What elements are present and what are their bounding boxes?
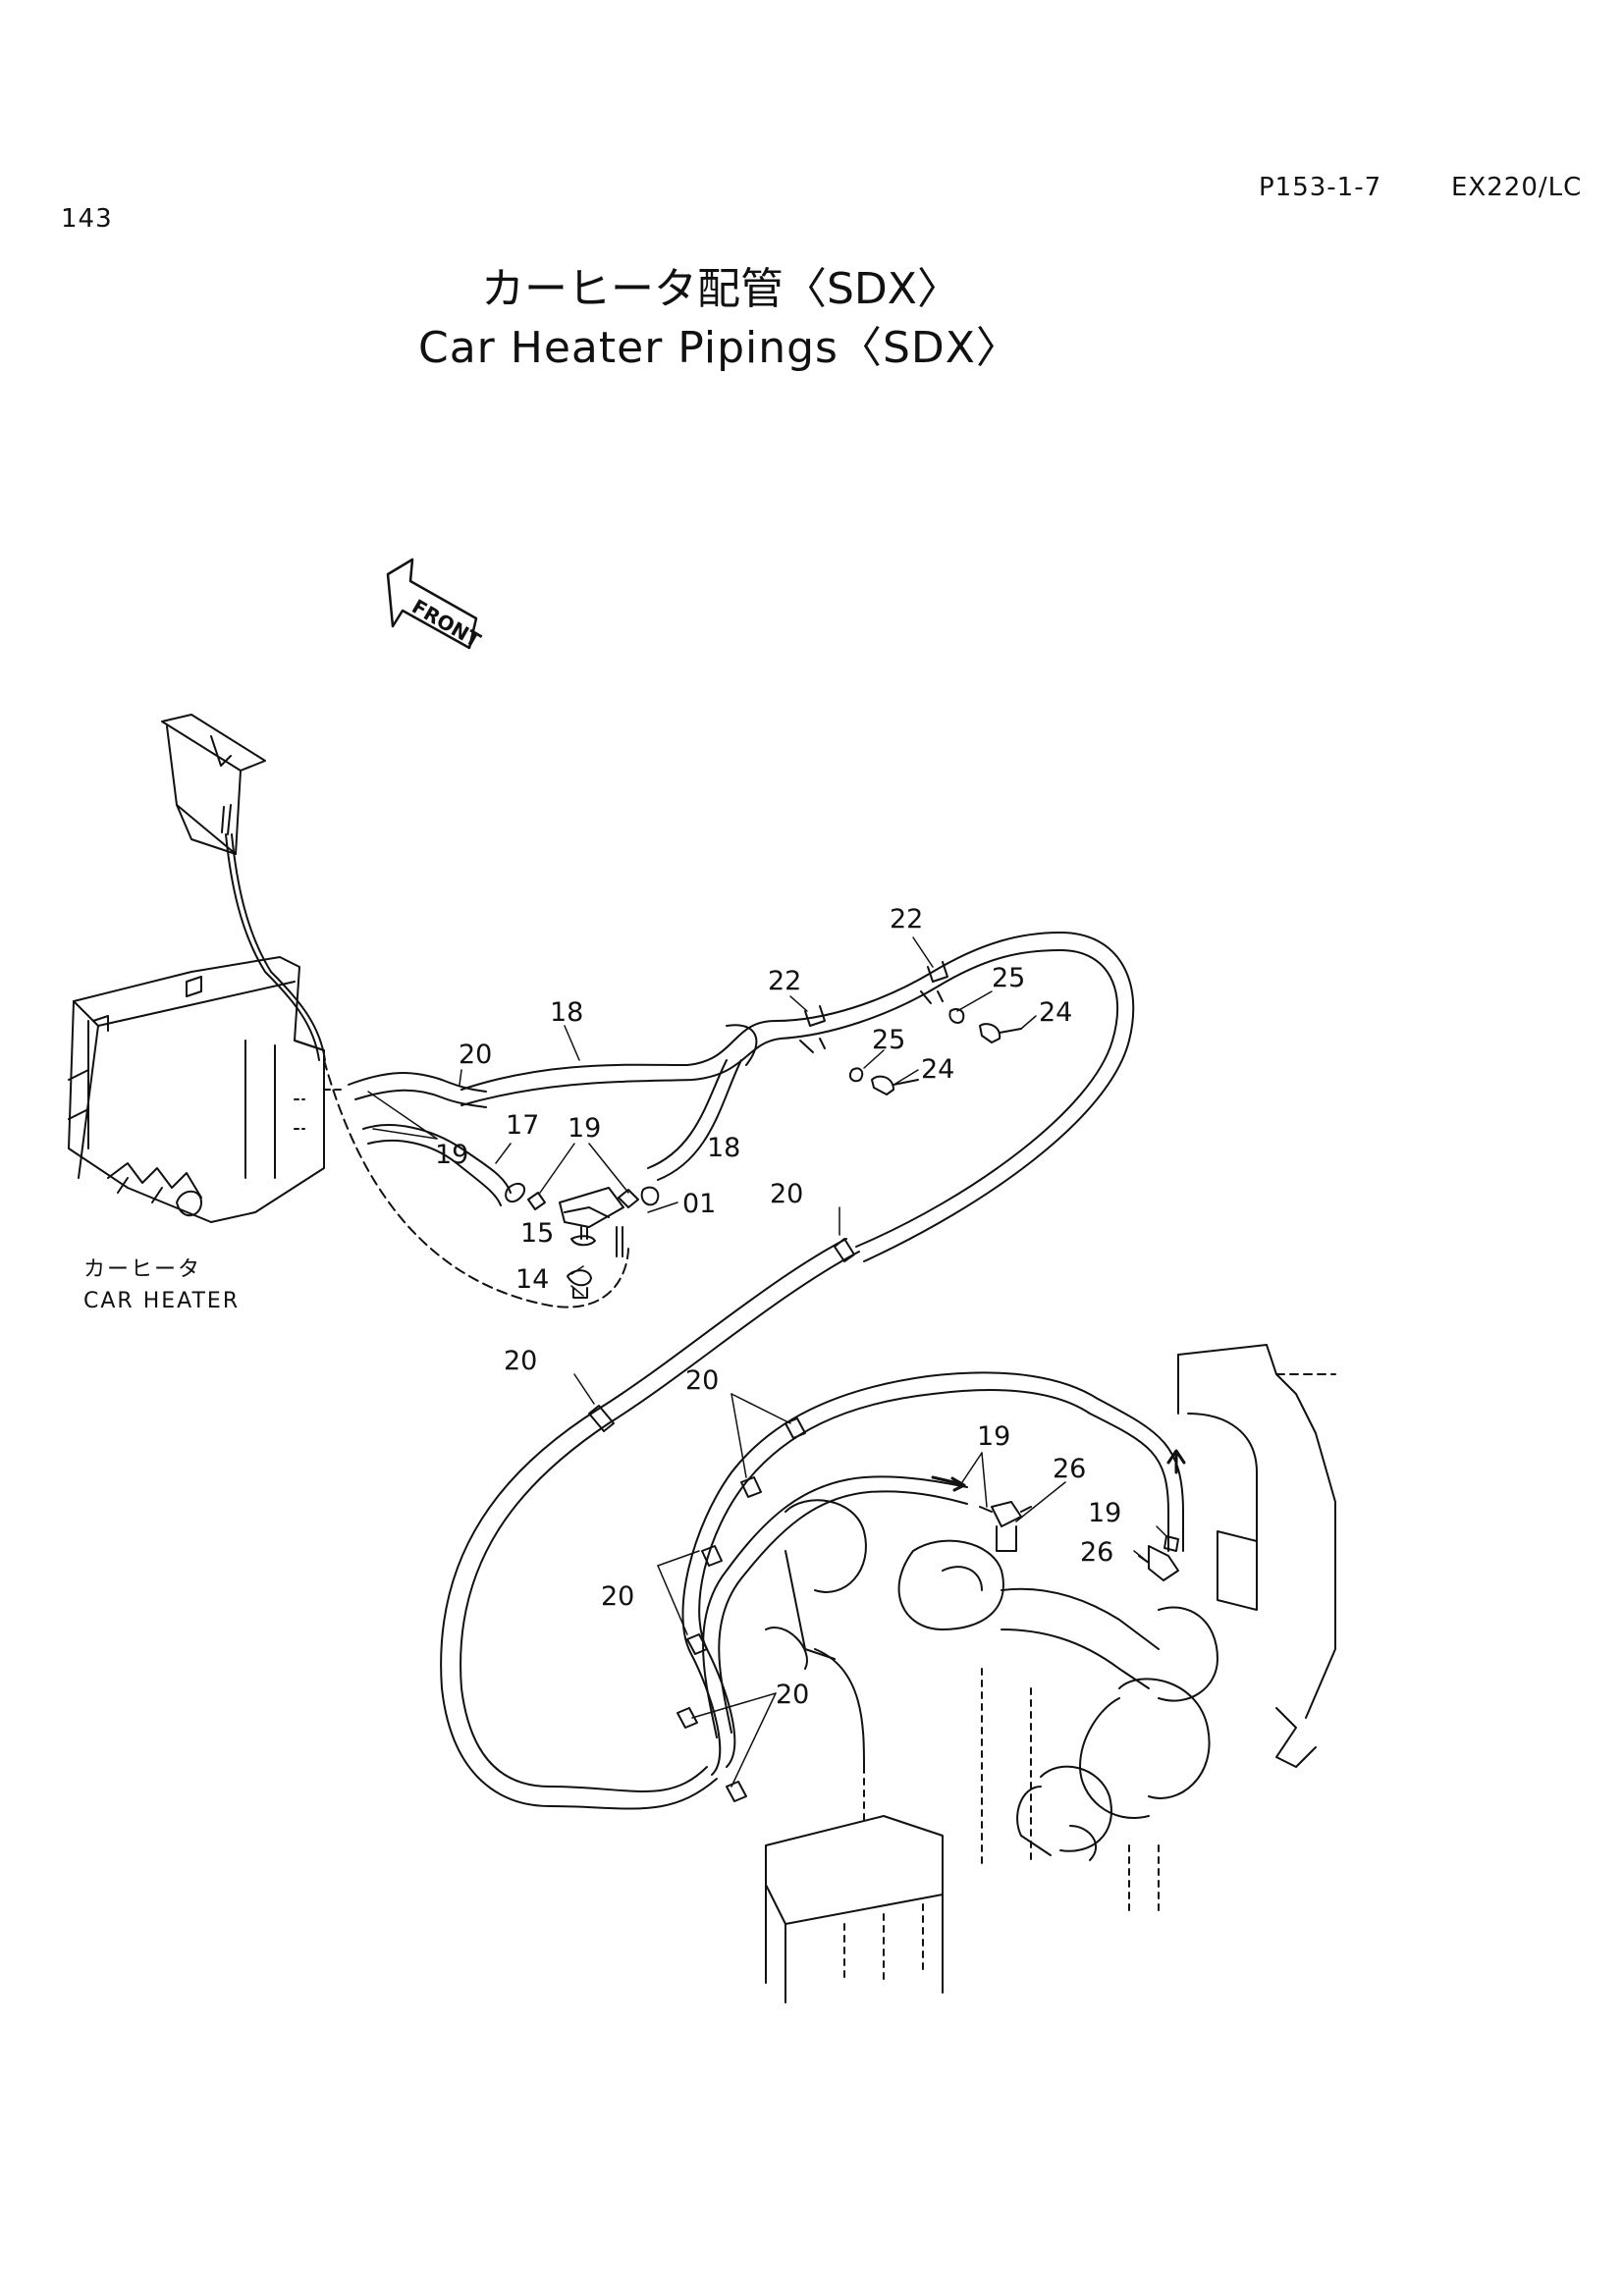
callout-18-upper: 18	[550, 997, 583, 1028]
page-number: 143	[61, 204, 113, 234]
valve-fittings	[505, 1182, 660, 1299]
callout-18-lower: 18	[707, 1133, 740, 1163]
callout-25-upper: 25	[992, 963, 1025, 993]
callout-20-lower-left: 20	[601, 1581, 634, 1612]
engine-block	[765, 1344, 1336, 2003]
callout-17: 17	[506, 1110, 539, 1141]
car-heater-unit	[68, 956, 345, 1223]
callout-15: 15	[520, 1218, 554, 1249]
model-number: EX220/LC	[1451, 173, 1583, 202]
callout-22-lower: 22	[768, 966, 801, 996]
car-heater-label-jp: カーヒータ	[83, 1257, 201, 1282]
heater-hoses	[348, 932, 1135, 1262]
callout-24-lower: 24	[921, 1054, 954, 1085]
callout-19-right: 19	[1088, 1498, 1121, 1528]
clamps-bolts	[799, 961, 1022, 1095]
callout-19-heater: 19	[435, 1140, 468, 1170]
outer-hose-loop	[440, 1238, 860, 1810]
callout-26-upper: 26	[1053, 1454, 1086, 1484]
front-label: FRONT	[408, 595, 486, 653]
callout-20-outer: 20	[770, 1179, 803, 1209]
dashed-return-hose	[323, 1059, 629, 1308]
title-english: Car Heater Pipings〈SDX〉	[418, 323, 1020, 373]
title-japanese: カーヒータ配管〈SDX〉	[481, 264, 960, 314]
callout-26-lower: 26	[1080, 1537, 1113, 1568]
callout-01: 01	[682, 1189, 716, 1219]
callout-14: 14	[515, 1264, 549, 1295]
callout-25-lower: 25	[872, 1025, 905, 1055]
callout-24-upper: 24	[1039, 997, 1072, 1028]
car-heater-label-en: CAR HEATER	[83, 1289, 240, 1313]
reservoir-bracket	[161, 714, 326, 1061]
leader-lines	[367, 936, 1167, 1788]
callout-22-upper: 22	[890, 904, 923, 934]
drain-valves	[979, 1501, 1179, 1581]
front-arrow-icon: FRONT	[386, 558, 486, 653]
callout-labels: 22 22 25 24 25 24 18 20 17 19 19 18 01 1…	[83, 904, 1121, 1710]
callout-20-left: 20	[504, 1346, 537, 1376]
callout-20-mid: 20	[685, 1365, 719, 1396]
callout-20-heater: 20	[459, 1040, 492, 1070]
inner-hoses	[676, 1371, 1186, 1802]
callout-19-valve: 19	[568, 1113, 601, 1144]
diagram-code: P153-1-7	[1259, 173, 1382, 202]
callout-19-engine: 19	[977, 1421, 1010, 1452]
callout-20-bottom: 20	[776, 1680, 809, 1710]
